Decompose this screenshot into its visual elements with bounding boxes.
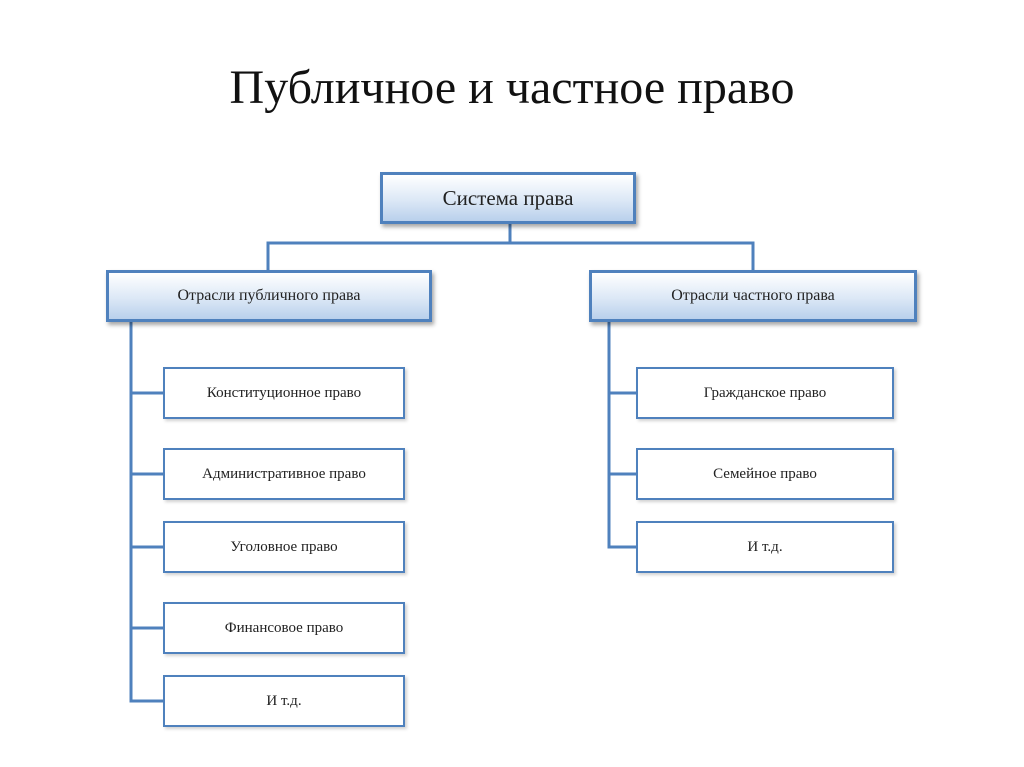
node-root: Система права xyxy=(380,172,636,224)
node-public-item: Конституционное право xyxy=(163,367,405,419)
node-public-label: Отрасли публичного права xyxy=(177,287,361,304)
slide-title: Публичное и частное право xyxy=(229,61,795,114)
node-private-label: Отрасли частного права xyxy=(671,287,835,304)
node-private-item: И т.д. xyxy=(636,521,894,573)
node-private-item: Гражданское право xyxy=(636,367,894,419)
node-private-item-label: И т.д. xyxy=(747,538,783,555)
node-private-branches: Отрасли частного права xyxy=(589,270,917,322)
node-public-item-label: Финансовое право xyxy=(224,619,344,636)
node-public-item: И т.д. xyxy=(163,675,405,727)
node-public-item-label: Конституционное право xyxy=(206,384,362,401)
node-private-item-label: Гражданское право xyxy=(703,384,827,401)
node-public-item-label: Административное право xyxy=(202,465,366,482)
node-private-item-label: Семейное право xyxy=(713,465,817,482)
node-public-item-label: Уголовное право xyxy=(230,538,338,555)
node-private-item: Семейное право xyxy=(636,448,894,500)
node-public-item: Уголовное право xyxy=(163,521,405,573)
node-public-branches: Отрасли публичного права xyxy=(106,270,432,322)
node-public-item: Финансовое право xyxy=(163,602,405,654)
node-public-item-label: И т.д. xyxy=(266,692,302,709)
node-public-item: Административное право xyxy=(163,448,405,500)
node-root-label: Система права xyxy=(442,185,574,210)
